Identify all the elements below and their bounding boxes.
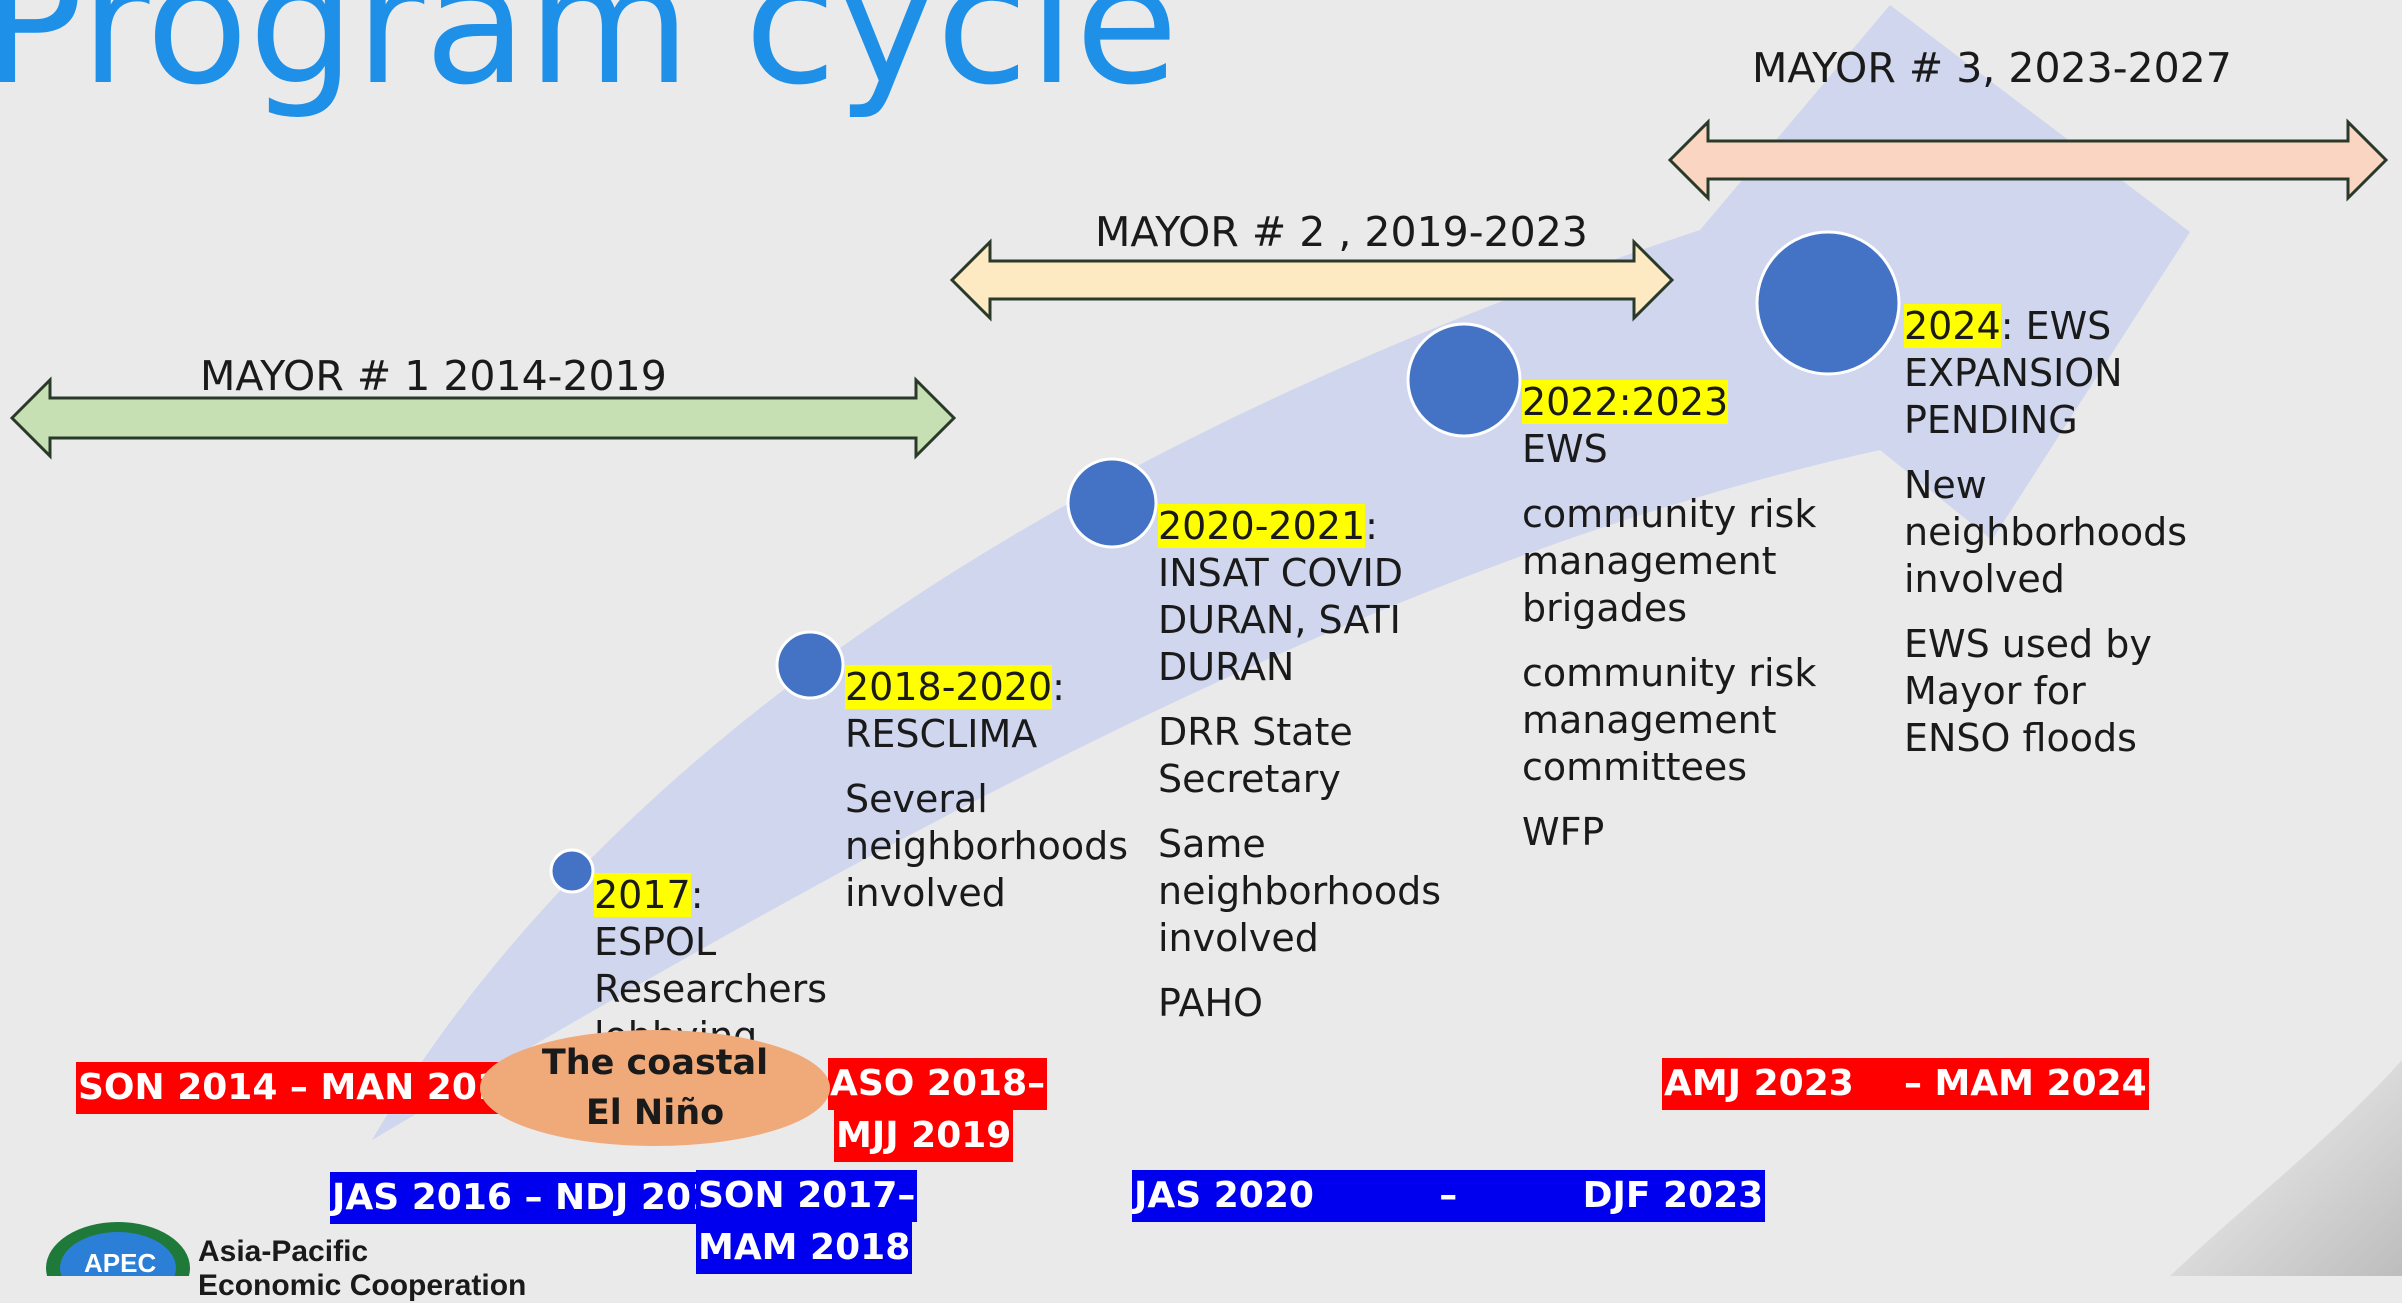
apec-logo-text: Asia-Pacific Economic Cooperation	[198, 1235, 526, 1303]
milestone-circle-2018-2020	[775, 630, 845, 700]
phase-line: WFP	[1522, 810, 1605, 854]
phase-year-sep: :	[1052, 665, 1065, 709]
slide-graphics	[9, 5, 2402, 1276]
phase-year: 2020-2021	[1158, 504, 1366, 548]
period-tag-red: SON 2014 – MAN 2016	[76, 1062, 529, 1114]
phase-year: 2017	[594, 873, 691, 917]
apec-logo-globe-inner	[60, 1232, 176, 1276]
phase-year: 2022:2023	[1522, 380, 1729, 424]
milestone-circle-2020-2021	[1066, 457, 1158, 549]
milestone-circle-2022-2023	[1406, 322, 1522, 438]
apec-logo-badge: APEC	[84, 1248, 157, 1278]
milestone-circle-2024	[1755, 230, 1901, 376]
phase-line: New neighborhoods involved	[1904, 463, 2188, 601]
phase-2020-2021: 2020-2021:INSAT COVID DURAN, SATI DURAN …	[1158, 503, 1448, 1045]
phase-line: Same neighborhoods involved	[1158, 822, 1442, 960]
period-tag-red: AMJ 2023 – MAM 2024	[1662, 1058, 2149, 1110]
phase-2022-2023: 2022:2023 EWS community risk management …	[1522, 379, 1822, 874]
period-tag-blue: MAM 2018	[696, 1222, 913, 1274]
milestone-circle-2017	[549, 848, 595, 894]
phase-2018-2020: 2018-2020: RESCLIMA Several neighborhoods…	[845, 664, 1135, 935]
phase-line: PAHO	[1158, 981, 1263, 1025]
period-tag-red: MJJ 2019	[834, 1110, 1014, 1162]
apec-logo-line: Asia-Pacific	[198, 1235, 369, 1268]
phase-year-sep: :	[690, 873, 704, 917]
mayor-2-label: MAYOR # 2 , 2019-2023	[1095, 208, 1588, 256]
period-tag-blue: SON 2017–	[696, 1170, 918, 1222]
phase-2017: 2017: ESPOL Researchers lobbying	[594, 872, 834, 1078]
mayor-1-arrow	[9, 376, 957, 460]
phase-line: ESPOL Researchers lobbying	[594, 920, 828, 1058]
mayor-3-arrow	[1667, 118, 2389, 202]
phase-line: DRR State Secretary	[1158, 710, 1353, 801]
el-nino-event: The coastal El Niño	[480, 1030, 830, 1146]
phase-line: RESCLIMA	[845, 712, 1038, 756]
phase-year-sep: : EWS EXPANSION PENDING	[1904, 304, 2123, 442]
phase-line: Several neighborhoods involved	[845, 777, 1129, 915]
mayor-2-arrow	[949, 238, 1675, 322]
phase-year-sep: :	[1365, 504, 1378, 548]
mayor-1-label: MAYOR # 1 2014-2019	[200, 352, 667, 400]
corner-decoration	[2170, 1060, 2402, 1276]
period-tag-blue: JAS 2016 – NDJ 2017	[330, 1172, 744, 1224]
mayor-3-label: MAYOR # 3, 2023-2027	[1752, 44, 2232, 92]
phase-line: community risk management committees	[1522, 651, 1817, 789]
phase-year: 2018-2020	[845, 665, 1053, 709]
period-tag-red: ASO 2018–	[828, 1058, 1048, 1110]
el-nino-line: El Niño	[585, 1093, 725, 1133]
slide-title: Program cycle	[0, 0, 1179, 122]
phase-2024: 2024: EWS EXPANSION PENDING New neighbor…	[1904, 303, 2204, 780]
phase-year-sep: EWS	[1522, 427, 1608, 471]
el-nino-line: The coastal	[541, 1043, 769, 1083]
apec-logo-line: Economic Cooperation	[198, 1269, 527, 1302]
progress-curved-arrow	[372, 5, 2190, 1140]
phase-line: community risk management brigades	[1522, 492, 1817, 630]
period-tag-blue: JAS 2020 – DJF 2023	[1132, 1170, 1766, 1222]
phase-line: EWS used by Mayor for ENSO floods	[1904, 622, 2152, 760]
phase-line: INSAT COVID DURAN, SATI DURAN	[1158, 551, 1404, 689]
phase-year: 2024	[1904, 304, 2001, 348]
